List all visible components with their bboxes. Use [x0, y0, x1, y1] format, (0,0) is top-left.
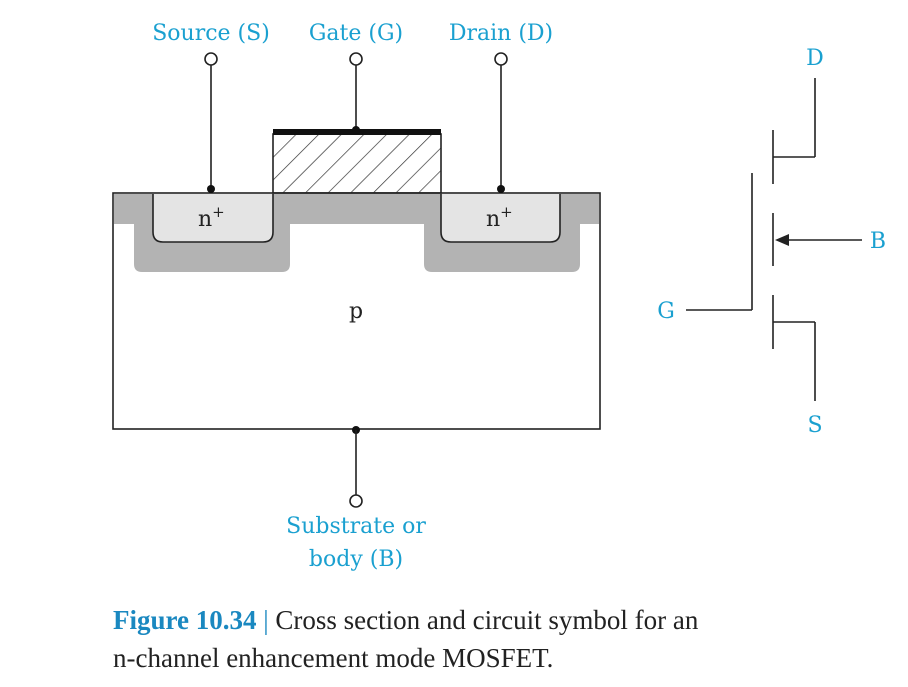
gate-label: Gate (G) [309, 21, 403, 46]
caption-line1: Figure 10.34 | Cross section and circuit… [113, 601, 873, 639]
body-arrow-icon [775, 234, 789, 246]
drain-terminal [494, 52, 508, 66]
symbol-body-label: B [870, 229, 886, 254]
p-substrate-label: p [349, 299, 363, 324]
symbol-source-label: S [807, 413, 822, 438]
symbol-drain-label: D [806, 46, 824, 71]
symbol-gate-label: G [657, 299, 675, 324]
caption-text-line2: n-channel enhancement mode MOSFET. [113, 643, 554, 673]
gate-oxide [272, 133, 442, 194]
terminal-leads [204, 52, 508, 187]
mosfet-diagram: Source (S) Gate (G) Drain (D) n+ n+ p Su… [112, 21, 886, 572]
body-terminal [349, 494, 363, 508]
caption-separator: | [256, 605, 276, 635]
n-plus-drain-region [440, 194, 561, 243]
gate-terminal [349, 52, 363, 66]
n-plus-source-label: n+ [198, 203, 225, 232]
caption-text-line1: Cross section and circuit symbol for an [275, 605, 699, 635]
mosfet-circuit-symbol [686, 78, 862, 401]
n-plus-drain-label: n+ [486, 203, 513, 232]
body-label-line2: body (B) [309, 547, 403, 572]
caption-figure-number: Figure 10.34 [113, 605, 257, 635]
drain-label: Drain (D) [449, 21, 553, 46]
figure-caption: Figure 10.34 | Cross section and circuit… [113, 601, 873, 677]
source-terminal [204, 52, 218, 66]
source-label: Source (S) [152, 21, 270, 46]
n-plus-source-region [152, 194, 274, 243]
contact-dots [207, 126, 505, 434]
body-label-line1: Substrate or [286, 514, 426, 539]
